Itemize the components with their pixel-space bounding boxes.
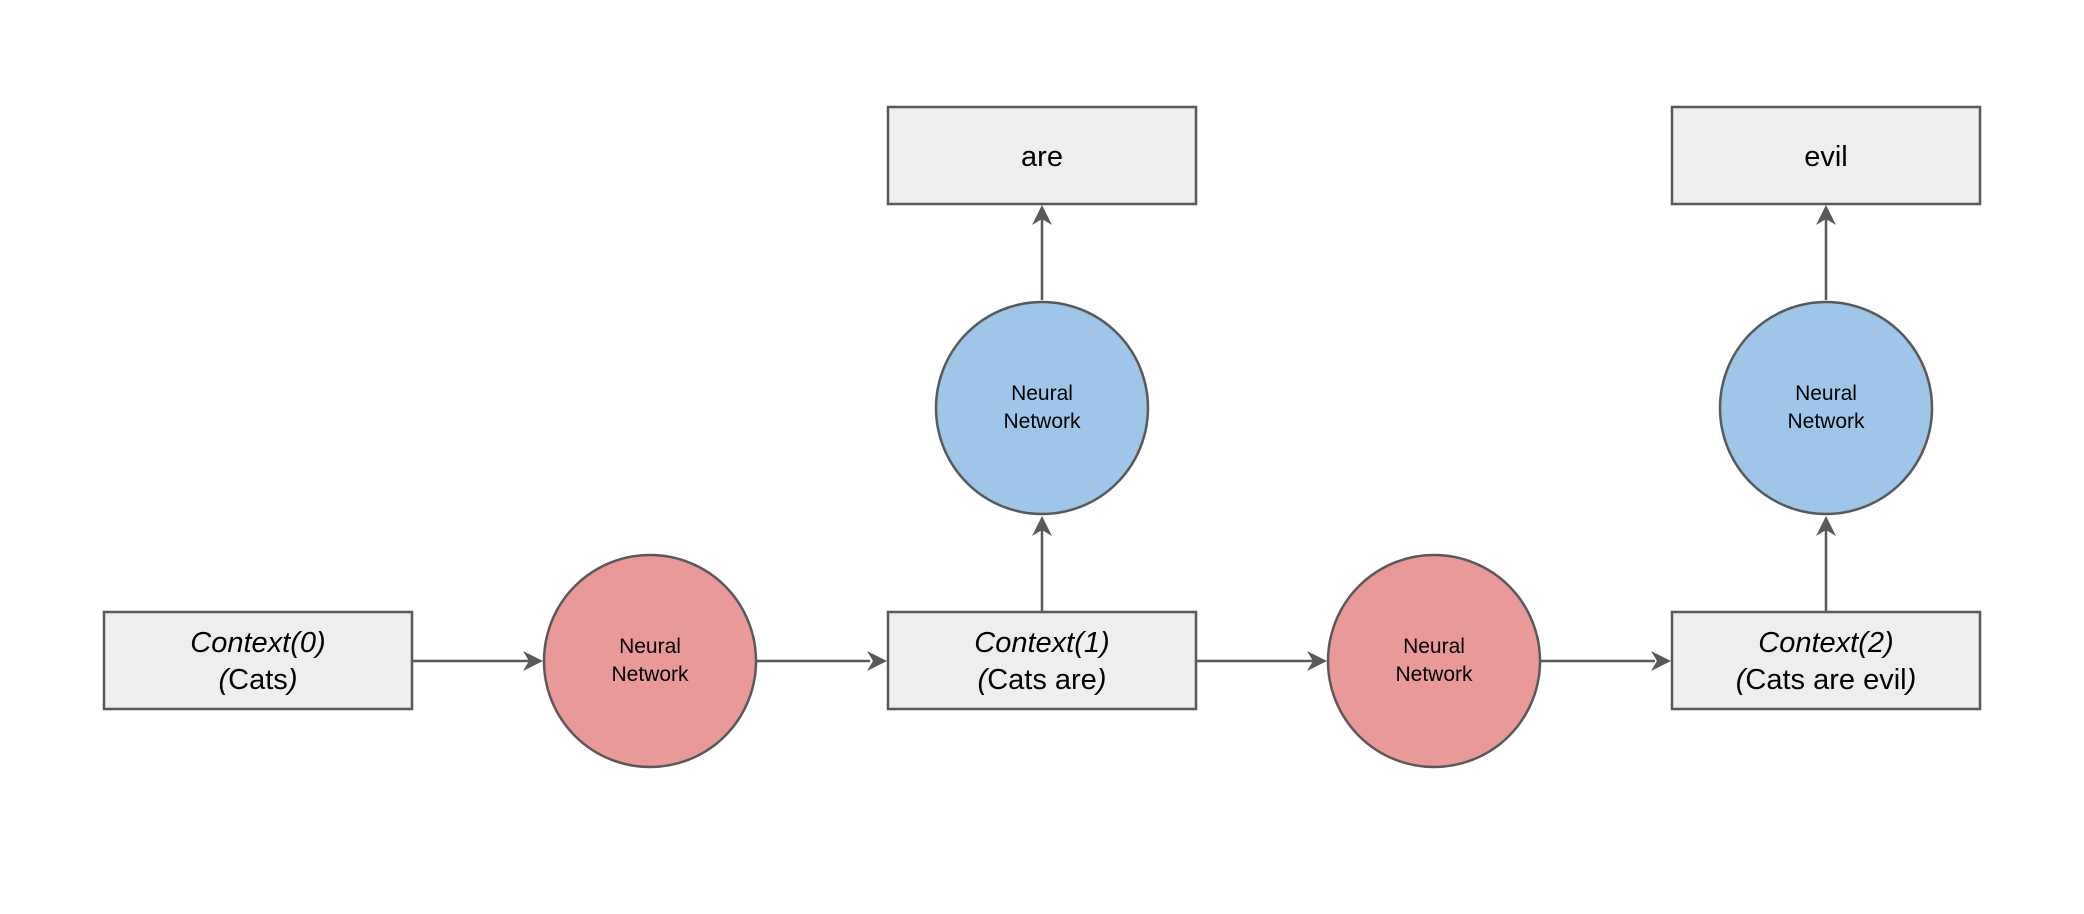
- arrowhead: [1651, 651, 1671, 671]
- context-box-2: Context(2) (Cats are evil): [1670, 610, 1982, 711]
- output-word: are: [1021, 141, 1063, 173]
- network-label-line2: Network: [1787, 410, 1865, 433]
- context-box-1: Context(1) (Cats are): [886, 610, 1198, 711]
- output-network-1: Neural Network: [934, 300, 1150, 516]
- network-label-line1: Neural: [1403, 635, 1465, 658]
- context-text: (Cats are): [978, 664, 1107, 696]
- arrowhead: [1032, 205, 1052, 225]
- transition-network-1: Neural Network: [542, 553, 758, 769]
- network-label-line2: Network: [611, 663, 689, 686]
- context-text: (Cats are evil): [1736, 664, 1917, 696]
- network-label-line2: Network: [1395, 663, 1473, 686]
- arrowhead: [1816, 516, 1836, 536]
- network-label-line2: Network: [1003, 410, 1081, 433]
- output-box-1: are: [886, 105, 1198, 206]
- arrowhead: [1307, 651, 1327, 671]
- context-box-0: Context(0) (Cats): [102, 610, 414, 711]
- network-label-line1: Neural: [1795, 382, 1857, 405]
- arrowhead: [1032, 516, 1052, 536]
- context-title: Context(1): [974, 627, 1109, 659]
- context-title: Context(2): [1758, 627, 1893, 659]
- network-label-line1: Neural: [619, 635, 681, 658]
- transition-network-2: Neural Network: [1326, 553, 1542, 769]
- arrowhead: [1816, 205, 1836, 225]
- edges: [413, 205, 1836, 671]
- output-box-2: evil: [1670, 105, 1982, 206]
- arrowhead: [523, 651, 543, 671]
- context-text: (Cats): [219, 664, 298, 696]
- network-label-line1: Neural: [1011, 382, 1073, 405]
- arrowhead: [867, 651, 887, 671]
- context-title: Context(0): [190, 627, 325, 659]
- output-word: evil: [1804, 141, 1848, 173]
- output-network-2: Neural Network: [1718, 300, 1934, 516]
